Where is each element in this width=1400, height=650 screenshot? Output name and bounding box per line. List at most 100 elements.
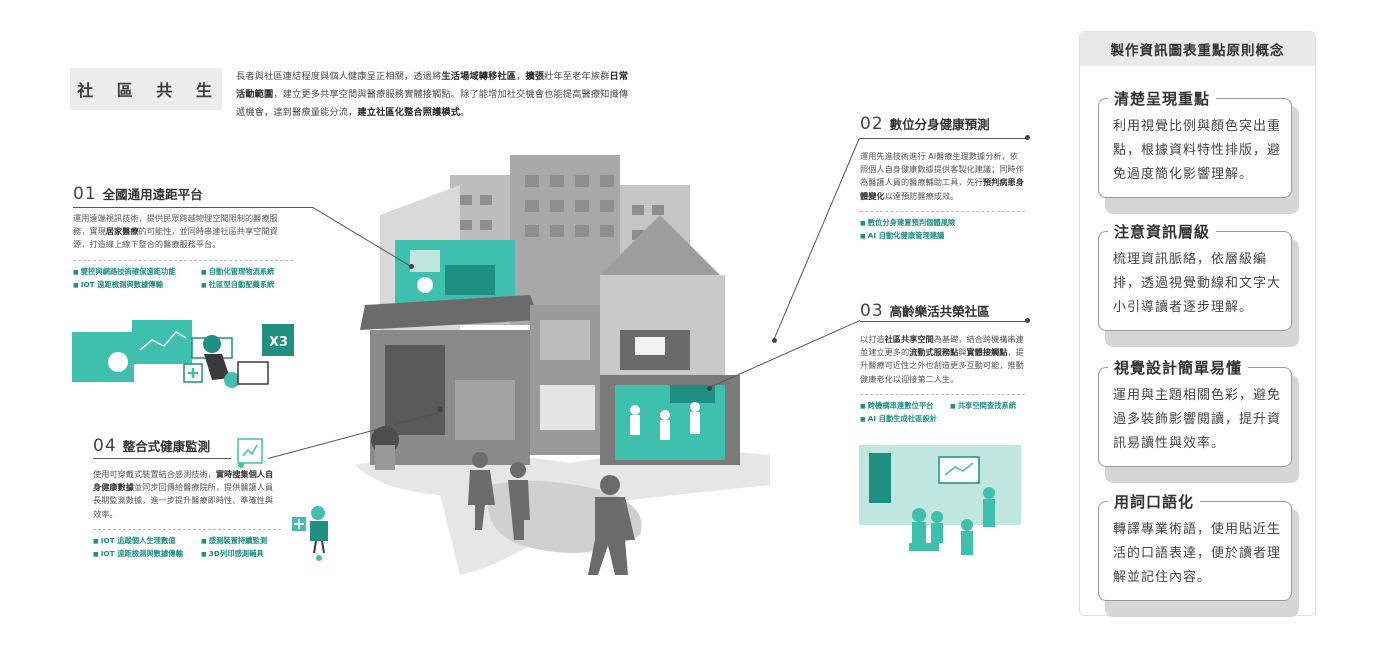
bullet-item: AI 自動生成社區設計 [860,414,1020,424]
bullet-item: 雙控與網路技術確保遠距功能 [73,267,201,277]
bullet-item: IOT 追蹤個人生理數值 [93,536,201,546]
body-text: 為基礎，結合跨機構串連並建立更多的 [860,334,1024,358]
clinic-patients [912,487,995,555]
body-text: 。 [460,107,470,118]
section-title: 數位分身健康預測 [889,117,990,132]
section-body: 運用遠端視訊技術，提供民眾跨越物理空間限制的醫療服務，實現居家醫療的可能性，並同… [73,212,293,252]
emphasis-text: 擴張 [525,71,545,82]
bullet-item: 社區型自動配藥系統 [201,280,275,290]
bullet-item: IOT 遠距檢測與數據傳輸 [93,549,201,559]
body-text: ， [516,71,526,82]
page-title: 社 區 共 生 [70,68,222,110]
emphasis-text: 流動式服務點 [909,347,959,358]
section-body: 使用可穿戴式裝置結合感測技術，實時搜集個人自身健康數據並同步回傳給醫療院所，提供… [93,468,281,521]
bullet-list: 跨機構串連數位平台 共享空間查找系統 AI 自動生成社區設計 [860,401,1025,424]
panel-title: 製作資訊圖表重點原則概念 [1080,32,1315,66]
divider [860,393,1025,395]
principle-text: 運用與主題相關色彩，避免過多裝飾影響閱讀，提升資訊易讀性與效率。 [1098,367,1292,467]
divider [73,259,293,261]
emphasis-text: 實體接觸點 [966,347,1008,358]
connector-02-diag [773,137,860,341]
section-03: 03 高齡樂活共榮社區 以打造社區共享空間為基礎，結合跨機構串連並建立更多的流動式… [860,301,1025,424]
community-illustration [355,155,770,575]
body-text: ，建立更多共享空間與醫療服務實體接觸點。除了能增加社交機會也能提高醫療知識傳遞機… [236,89,629,118]
monitor-icon [237,361,269,385]
section-number: 04 [93,436,117,456]
section-body: 以打造社區共享空間為基礎，結合跨機構串連並建立更多的流動式服務點與實體接觸點，提… [860,333,1025,386]
clinic-people [630,402,700,440]
principles-panel: 製作資訊圖表重點原則概念 利用視覺比例與顏色突出重點，根據資料特性排版，避免過度… [1079,31,1316,617]
section-number: 01 [73,184,97,204]
body-text: 運用遠端視訊技術，提供民眾跨越物理空間限制的醫療服務，實現 [73,213,278,237]
bullet-item: AI 自動化健康管理建議 [860,231,1020,241]
bullet-item: IOT 遠距檢測與數據傳輸 [73,280,201,290]
bullet-list: 數位分身建置預判個體風險 AI 自動化健康管理建議 [860,218,1025,241]
x3-icon-text: X3 [269,335,288,350]
section-title: 全國通用遠距平台 [102,187,203,202]
connector-03 [860,321,1028,322]
connector-04-dot [438,407,443,412]
body-text: 壯年至老年族群 [544,71,610,82]
bg-windows [460,175,664,240]
remote-platform-illustration: X3 [72,320,294,388]
bullet-item: 感測裝置持續監測 [201,536,267,546]
bullet-list: IOT 追蹤個人生理數值 感測裝置持續監測 IOT 遠距檢測與數據傳輸 3D列印… [93,536,281,559]
connector-02 [860,138,1028,139]
connector-03-end [1025,318,1030,323]
connector-01-dot [409,264,414,269]
connector-02-end [1025,135,1030,140]
body-text: 並同步回傳給醫療院所，提供醫護人員長期監測數據，進一步提升醫療即時性、準確性與效… [93,482,274,519]
emphasis-text: 生活場域轉移社區 [441,71,517,82]
intro-text: 長者與社區連結程度與個人健康呈正相關，透過將生活場域轉移社區，擴張壯年至老年族群… [236,68,636,122]
body-text: 使用可穿戴式裝置結合感測技術， [93,469,216,479]
connector-02-dot [772,338,777,343]
principle-title: 清楚呈現重點 [1108,88,1217,109]
body-text: 以打造 [860,334,885,344]
emphasis-text: 居家醫療 [105,226,139,237]
right-building-roof [600,215,720,275]
section-number: 03 [860,301,884,321]
principle-text: 梳理資訊脈絡，依層級編排，透過視覺動線和文字大小引導讀者逐步理解。 [1098,231,1292,331]
principle-text: 利用視覺比例與顏色突出重點，根據資料特性排版，避免過度簡化影響理解。 [1098,98,1292,198]
connector-03-dot [707,386,712,391]
section-04: 04 整合式健康監測 使用可穿戴式裝置結合感測技術，實時搜集個人自身健康數據並同步… [93,436,281,559]
emphasis-text: 社區共享空間 [884,334,934,344]
divider [860,210,1025,212]
pedestrians [468,452,635,575]
section-title: 整合式健康監測 [122,439,211,454]
principle-title: 用詞口語化 [1108,491,1201,512]
section-number: 02 [860,114,884,134]
principle-text: 轉譯專業術語，使用貼近生活的口語表達，便於讀者理解並記住內容。 [1098,501,1292,601]
section-title: 高齡樂活共榮社區 [889,304,990,319]
bullet-item: 自動化管理物流系統 [201,267,275,277]
body-text: ，提升醫療可近性之外也創造更多互動可能，推動健康老化以迎接第二人生。 [860,347,1024,384]
connector-04 [93,458,231,459]
section-body: 運用先進技術進行 AI醫療生理數據分析，依照個人自身健康數據提供客製化建議；同時… [860,150,1025,203]
van [540,385,595,430]
section-02: 02 數位分身健康預測 運用先進技術進行 AI醫療生理數據分析，依照個人自身健康數… [860,114,1025,241]
section-01: 01 全國通用遠距平台 運用遠端視訊技術，提供民眾跨越物理空間限制的醫療服務，實現… [73,184,293,290]
bullet-item: 共享空間查找系統 [950,401,1016,411]
robot-sensor-icon [292,506,328,561]
person-in-wheelchair [204,354,230,380]
emphasis-text: 實時搜集個人自身健康數據 [93,469,274,493]
bullet-item: 跨機構串連數位平台 [860,401,950,411]
body-text: 與 [958,347,967,358]
bullet-item: 3D列印感測輔具 [201,549,264,559]
wearable-monitor-icon [237,438,263,468]
body-text: 以達預防醫療成效。 [884,190,959,201]
body-text: 長者與社區連結程度與個人健康呈正相關，透過將 [236,71,442,82]
connector-01 [73,207,313,208]
divider [93,528,281,530]
chart-board [132,320,192,364]
emphasis-text: 日常活動範圍 [236,71,629,100]
bullet-list: 雙控與網路技術確保遠距功能 自動化管理物流系統 IOT 遠距檢測與數據傳輸 社區… [73,267,293,290]
emphasis-text: 預判病患身體變化 [860,177,1024,201]
left-awning [360,295,540,330]
body-text: 的可能性，並同時串連社區共享空間資源，打造線上線下整合的醫療服務平台。 [73,226,278,250]
community-clinic-illustration [859,445,1021,555]
principle-title: 視覺設計簡單易懂 [1108,357,1249,378]
bullet-item: 數位分身建置預判個體風險 [860,218,1020,228]
principle-title: 注意資訊層級 [1108,221,1217,242]
